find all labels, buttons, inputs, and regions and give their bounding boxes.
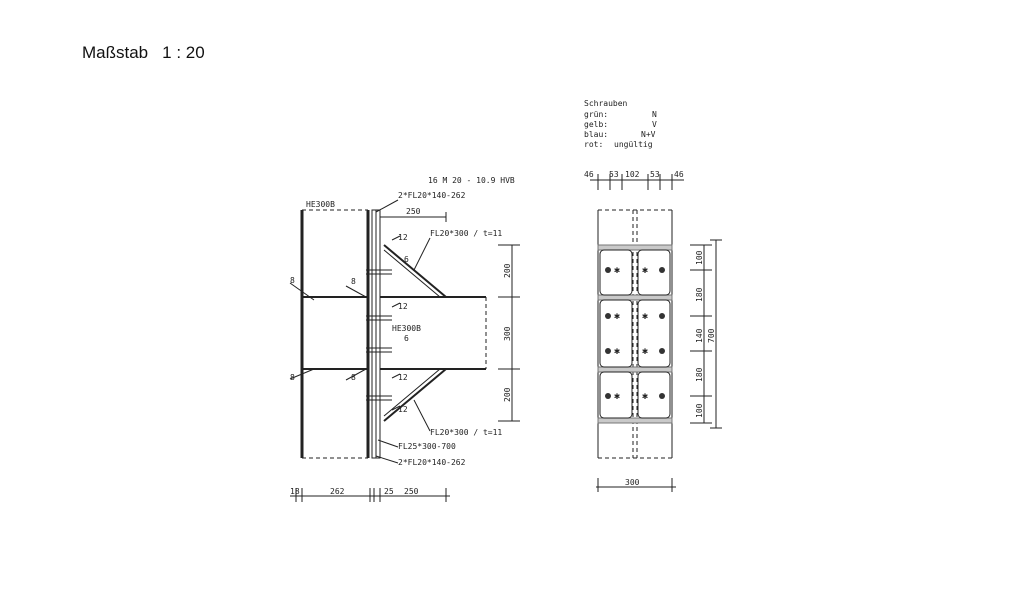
stiffener-bottom-label: FL20*300 / t=11 xyxy=(430,428,502,437)
svg-text:✱: ✱ xyxy=(642,311,648,322)
front-top-dim-5: 46 xyxy=(674,170,684,179)
legend-key-green: grün: xyxy=(584,110,608,119)
svg-text:✱: ✱ xyxy=(614,265,620,276)
legend-value-green: N xyxy=(652,110,657,119)
legend-value-red: ungültig xyxy=(614,140,653,149)
weld-symbols: 8 8 8 8 12 12 12 12 6 6 xyxy=(289,233,409,414)
front-right-dim-5: 100 xyxy=(695,403,704,418)
svg-text:12: 12 xyxy=(398,373,408,382)
stiffener-top-label: FL20*300 / t=11 xyxy=(430,229,502,238)
front-right-dim-4: 180 xyxy=(695,367,704,382)
svg-text:8: 8 xyxy=(351,373,356,382)
bolt-spec: 16 M 20 - 10.9 HVB xyxy=(428,176,515,185)
front-total-height: 700 xyxy=(707,328,716,343)
right-dim-1: 200 xyxy=(503,263,512,278)
plate-top-label: 2*FL20*140-262 xyxy=(398,191,466,200)
column-label: HE300B xyxy=(306,200,335,209)
svg-text:8: 8 xyxy=(351,277,356,286)
front-bolts: ✱ ✱ ✱ ✱ ✱ ✱ ✱ ✱ xyxy=(605,265,665,402)
legend-key-red: rot: xyxy=(584,140,603,149)
haunch-top-diagonal xyxy=(383,244,447,298)
svg-text:6: 6 xyxy=(404,255,409,264)
front-band-4 xyxy=(597,417,673,424)
legend-value-yellow: V xyxy=(652,120,657,129)
beam-label: HE300B xyxy=(392,324,421,333)
svg-text:6: 6 xyxy=(404,334,409,343)
svg-text:✱: ✱ xyxy=(642,346,648,357)
right-dim-3: 200 xyxy=(503,387,512,402)
side-bolts xyxy=(366,269,392,401)
front-right-dim-3: 140 xyxy=(695,328,704,343)
front-right-dim-1: 100 xyxy=(695,250,704,265)
front-right-dim-2: 180 xyxy=(695,287,704,302)
svg-text:✱: ✱ xyxy=(614,346,620,357)
svg-text:✱: ✱ xyxy=(614,311,620,322)
svg-text:8: 8 xyxy=(290,276,295,285)
legend-key-yellow: gelb: xyxy=(584,120,608,129)
scale-value: 1 : 20 xyxy=(162,43,205,62)
svg-text:✱: ✱ xyxy=(642,391,648,402)
front-bottom-width: 300 xyxy=(625,478,640,487)
bottom-dim-4: 250 xyxy=(404,487,419,496)
bolt-legend: Schrauben grün: N gelb: V blau: N+V rot:… xyxy=(584,99,657,149)
front-top-dim-4: 53 xyxy=(650,170,660,179)
svg-text:12: 12 xyxy=(398,302,408,311)
svg-text:✱: ✱ xyxy=(614,391,620,402)
svg-text:12: 12 xyxy=(398,233,408,242)
legend-key-blue: blau: xyxy=(584,130,608,139)
front-band-2 xyxy=(597,294,673,301)
front-top-dim-1: 46 xyxy=(584,170,594,179)
front-top-dim-2: 53 xyxy=(609,170,619,179)
front-band-3 xyxy=(597,366,673,373)
bottom-dim-2: 262 xyxy=(330,487,345,496)
side-view: 8 8 8 8 12 12 12 12 6 6 HE300B HE300B 16… xyxy=(289,176,520,502)
svg-text:12: 12 xyxy=(398,405,408,414)
end-plate-label: FL25*300-700 xyxy=(398,442,456,451)
svg-text:8: 8 xyxy=(290,373,295,382)
scale-title: Maßstab 1 : 20 xyxy=(82,43,205,63)
top-dim-value: 250 xyxy=(406,207,421,216)
plate-bottom-label: 2*FL20*140-262 xyxy=(398,458,466,467)
svg-text:✱: ✱ xyxy=(642,265,648,276)
legend-title: Schrauben xyxy=(584,99,628,108)
bottom-dim-3: 25 xyxy=(384,487,394,496)
bottom-dim-1: 18 xyxy=(290,487,300,496)
front-band-1 xyxy=(597,244,673,251)
haunch-bottom-diagonal xyxy=(383,368,447,422)
right-dim-2: 300 xyxy=(503,326,512,341)
front-view: 46 53 102 53 46 ✱ ✱ ✱ ✱ ✱ ✱ ✱ xyxy=(584,170,722,492)
scale-label: Maßstab xyxy=(82,43,149,62)
legend-value-blue: N+V xyxy=(641,130,656,139)
front-top-dim-3: 102 xyxy=(625,170,640,179)
